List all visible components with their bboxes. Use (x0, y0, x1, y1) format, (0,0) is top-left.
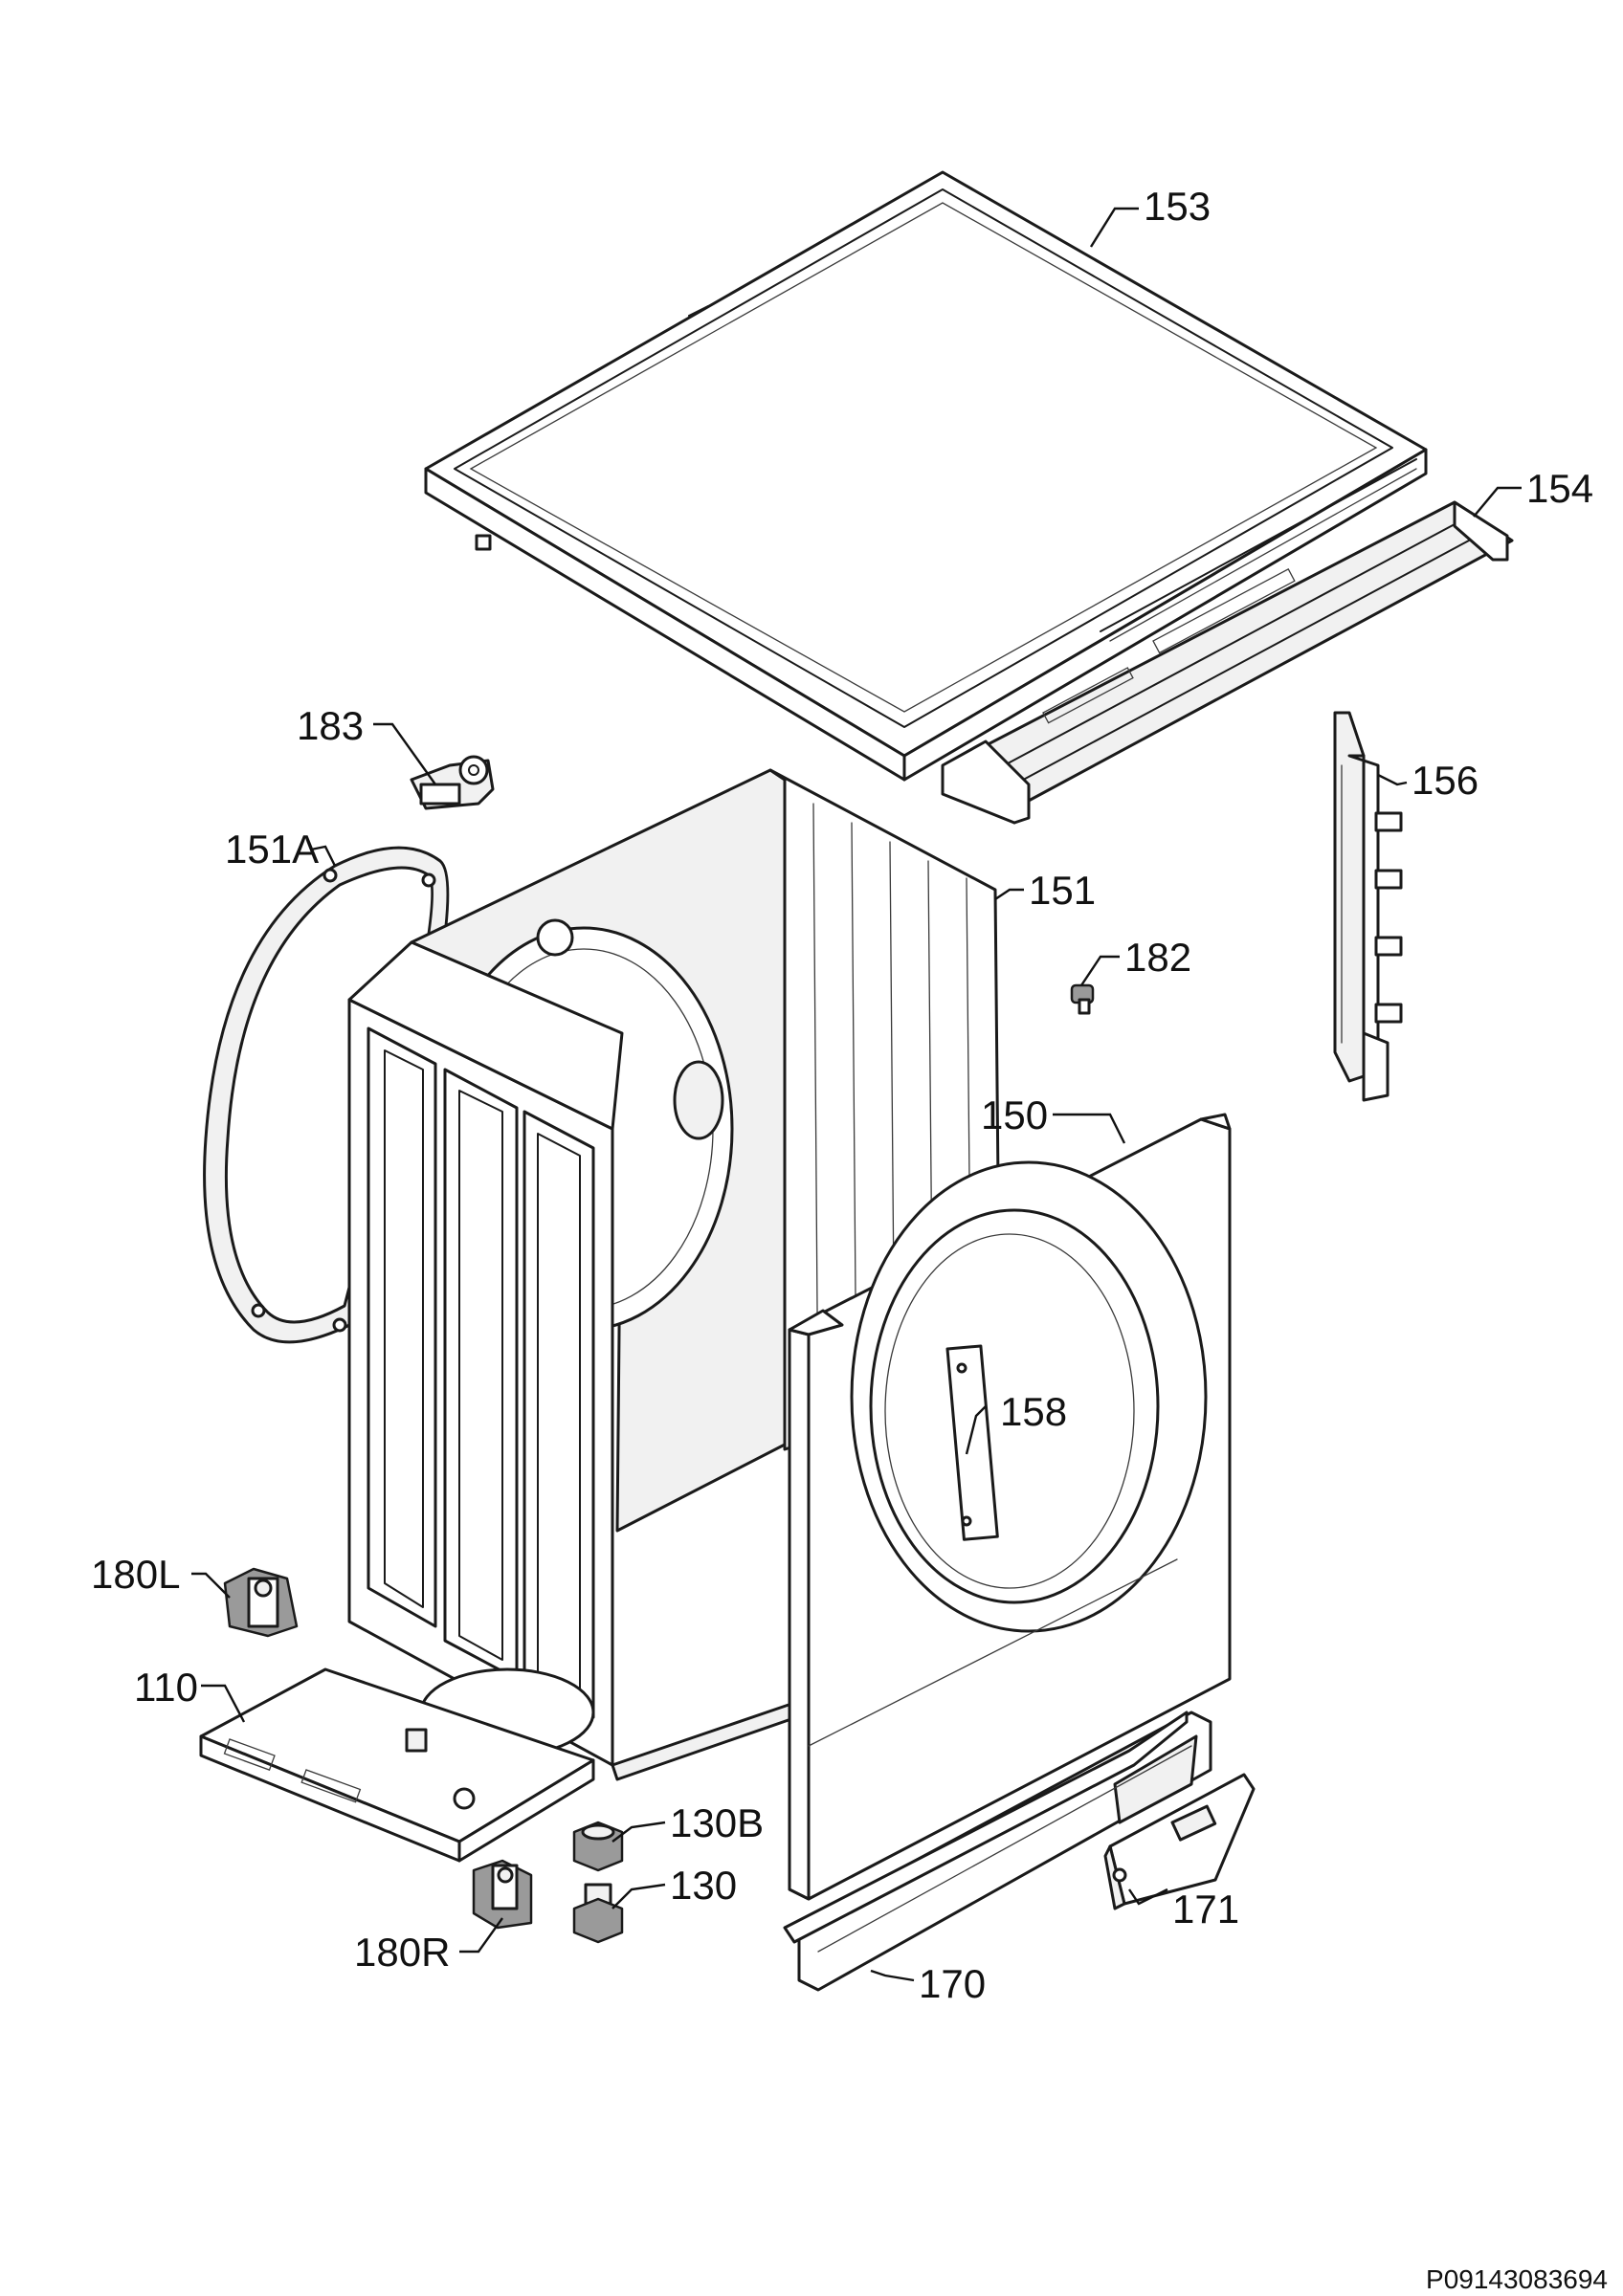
callout-156: 156 (1412, 758, 1478, 803)
callout-171: 171 (1172, 1887, 1239, 1932)
callout-151: 151 (1029, 868, 1096, 913)
drawing-code: P09143083694 (1426, 2264, 1608, 2294)
part-154-top-rail (941, 500, 1514, 825)
callout-180l: 180L (91, 1552, 180, 1597)
part-153-top-cover (424, 170, 1428, 782)
part-171-trim (1103, 1773, 1256, 1910)
callout-151a: 151A (225, 827, 319, 872)
callout-153: 153 (1144, 184, 1211, 229)
callout-labels: 153 154 183 156 151A 151 182 150 158 180… (91, 184, 1608, 2294)
callout-110: 110 (134, 1665, 198, 1710)
part-180l-bracket (223, 1567, 299, 1638)
callout-154: 154 (1526, 466, 1593, 511)
part-180r-bracket (472, 1859, 533, 1930)
part-182-sensor (1070, 983, 1095, 1015)
callout-150: 150 (981, 1093, 1048, 1137)
callout-158: 158 (1000, 1389, 1067, 1434)
part-110-base-tray (199, 1667, 595, 1863)
leader-lines (191, 207, 1522, 1982)
part-130-foot (572, 1883, 624, 1944)
callout-170: 170 (919, 1961, 986, 2006)
part-130b-nut (572, 1821, 624, 1872)
callout-183: 183 (297, 703, 364, 748)
callout-130b: 130B (670, 1800, 764, 1845)
callout-130: 130 (670, 1863, 737, 1908)
part-150-front-panel (788, 1113, 1232, 1901)
callout-182: 182 (1124, 935, 1191, 980)
part-156-side-rail (1333, 711, 1403, 1102)
part-183-clip (410, 755, 495, 810)
part-170-kickplate (783, 1711, 1212, 1992)
part-151-cabinet (347, 768, 1002, 1781)
callout-180r: 180R (354, 1930, 450, 1975)
